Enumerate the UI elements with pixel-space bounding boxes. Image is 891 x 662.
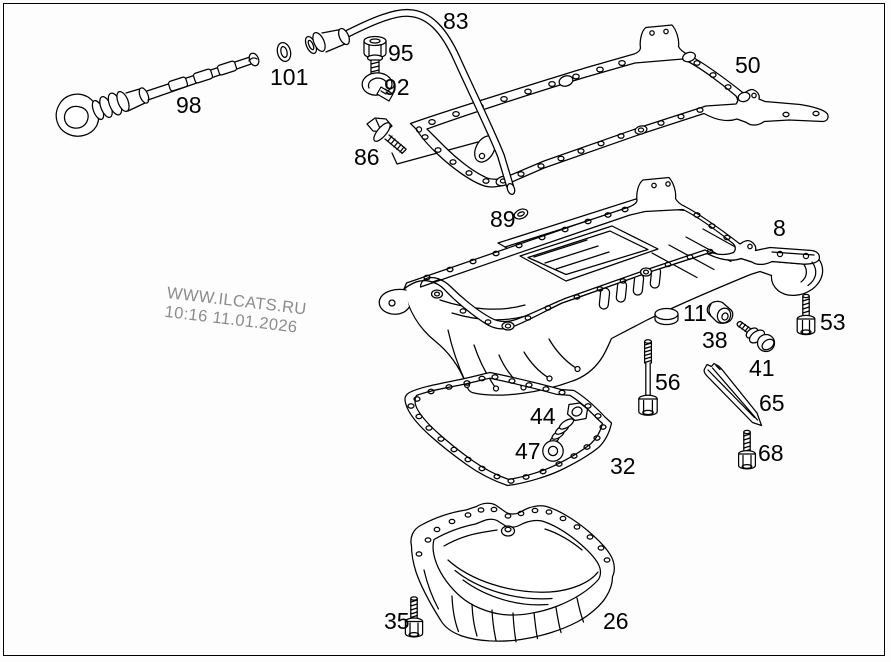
clamp-92-drawing xyxy=(361,72,394,102)
plug-11-drawing xyxy=(654,307,679,326)
part-callout-92: 92 xyxy=(384,74,410,100)
part-callout-50: 50 xyxy=(735,52,761,78)
part-callout-86: 86 xyxy=(354,144,380,170)
part-callout-35: 35 xyxy=(384,608,410,634)
bolt-86-drawing xyxy=(366,117,479,165)
part-callout-95: 95 xyxy=(388,40,414,66)
part-callout-44: 44 xyxy=(530,403,556,429)
gasket-50-drawing xyxy=(409,24,829,188)
leader-line-86 xyxy=(391,141,479,165)
stud-56-drawing xyxy=(638,339,658,416)
bolt-53-drawing xyxy=(796,293,816,336)
part-callout-47: 47 xyxy=(515,438,541,464)
bolt-35-drawing xyxy=(404,596,424,638)
dipstick-98-drawing xyxy=(55,52,260,137)
part-callout-65: 65 xyxy=(759,390,785,416)
diagram-border xyxy=(3,3,885,656)
bolt-41-drawing xyxy=(736,320,776,353)
part-callout-53: 53 xyxy=(820,309,846,335)
gasket-32-drawing xyxy=(404,371,613,487)
part-callout-98: 98 xyxy=(176,92,202,118)
part-callout-68: 68 xyxy=(758,440,784,466)
part-callout-56: 56 xyxy=(655,369,681,395)
part-callout-89: 89 xyxy=(490,206,516,232)
part-callout-8: 8 xyxy=(773,215,786,241)
gasket-32-bolt-holes xyxy=(407,374,607,484)
wedge-65-drawing xyxy=(703,362,763,427)
pan-26-bolt-holes xyxy=(415,506,611,563)
seal-ring-47-drawing xyxy=(542,440,564,462)
lower-oil-pan-26-drawing xyxy=(410,502,615,643)
part-callout-32: 32 xyxy=(610,453,636,479)
part-callout-83: 83 xyxy=(443,8,469,34)
seal-ring-101-drawing xyxy=(276,42,292,62)
part-callout-101: 101 xyxy=(270,64,309,90)
guide-tube-83-drawing xyxy=(304,8,516,195)
sleeve-38-drawing xyxy=(706,300,734,324)
part-callout-41: 41 xyxy=(749,355,775,381)
seal-89-drawing xyxy=(513,208,529,220)
part-callout-38: 38 xyxy=(702,327,728,353)
part-callout-26: 26 xyxy=(603,608,629,634)
bolt-68-drawing xyxy=(737,429,757,470)
part-callout-11: 11 xyxy=(683,300,707,326)
upper-oil-pan-8-drawing xyxy=(378,176,824,396)
gasket-50-bolt-holes xyxy=(415,28,820,184)
pan-8-bolt-holes xyxy=(423,181,810,331)
